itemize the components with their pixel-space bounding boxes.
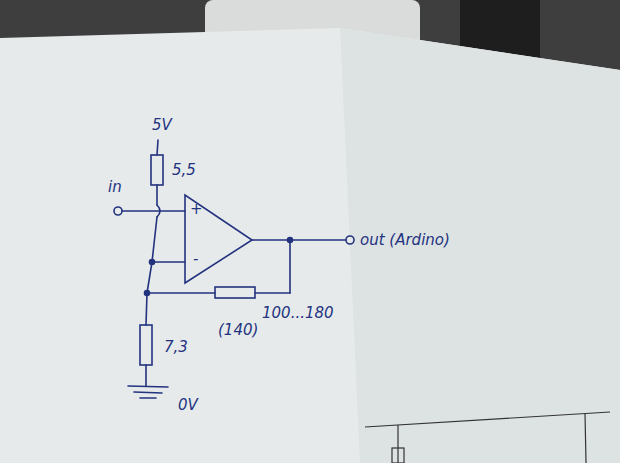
paper-shade xyxy=(340,28,620,463)
terminal xyxy=(346,236,354,244)
schematic xyxy=(114,140,354,398)
output-label: out (Ardino) xyxy=(360,231,450,249)
resistor-value: 7,3 xyxy=(164,338,188,356)
pin-label: + xyxy=(190,200,203,218)
resistor-symbol xyxy=(151,155,163,185)
pin-label: - xyxy=(193,250,198,268)
voltage-label: 0V xyxy=(178,396,198,414)
resistor-symbol xyxy=(215,287,255,298)
resistor-value: 5,5 xyxy=(172,161,196,179)
resistor-symbol xyxy=(140,325,152,365)
resistor-value: (140) xyxy=(218,321,258,339)
voltage-label: 5V xyxy=(152,116,172,134)
ground-symbol xyxy=(128,386,168,387)
resistor-value: 100...180 xyxy=(262,304,334,322)
opamp-symbol xyxy=(185,195,252,283)
input-label: in xyxy=(108,178,122,196)
terminal xyxy=(114,207,122,215)
other-sketch xyxy=(365,412,610,463)
paper xyxy=(0,28,620,463)
